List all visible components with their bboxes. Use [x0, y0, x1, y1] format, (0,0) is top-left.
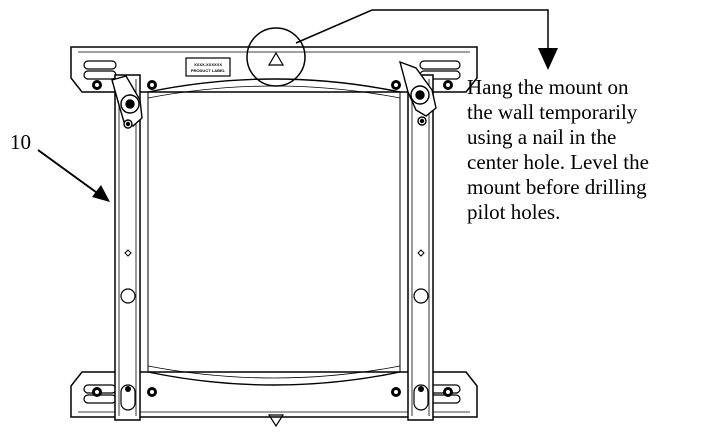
keyhole-icon	[413, 384, 429, 411]
callout-line: pilot holes.	[467, 200, 561, 224]
screw-icon	[391, 387, 401, 397]
callout-arrow-icon	[538, 48, 558, 70]
diamond-marker	[124, 249, 132, 257]
product-label-line1: XXXX-XXXXXX	[194, 62, 222, 67]
bottom-flange	[70, 371, 478, 418]
callout-line: the wall temporarily	[467, 100, 638, 124]
left-rail	[114, 74, 141, 421]
rail-hole	[120, 288, 136, 304]
right-locking-lever	[398, 60, 437, 126]
left-locking-lever	[111, 75, 143, 129]
product-label: XXXX-XXXXXX PRODUCT LABEL	[185, 57, 231, 77]
reference-arrow-line	[37, 149, 101, 196]
callout-instruction-text: Hang the mount on the wall temporarily u…	[467, 75, 707, 225]
callout-line: Hang the mount on	[467, 75, 629, 99]
product-label-line2: PRODUCT LABEL	[191, 68, 226, 73]
mount-plate	[70, 46, 478, 418]
diamond-marker	[417, 249, 425, 257]
callout-leader-line	[295, 9, 549, 50]
top-flange	[70, 46, 478, 93]
right-rail	[407, 74, 434, 421]
reference-arrow-head-icon	[92, 185, 110, 202]
screw-icon	[443, 80, 453, 90]
screw-icon	[391, 80, 401, 90]
keyhole-icon	[120, 384, 136, 411]
center-hole-triangle-icon	[267, 51, 285, 66]
lower-arc	[147, 371, 401, 386]
callout-line: using a nail in the	[467, 125, 617, 149]
screw-icon	[443, 387, 453, 397]
screw-icon	[92, 80, 102, 90]
bottom-triangle-icon	[267, 414, 285, 428]
rail-hole	[413, 288, 429, 304]
reference-number-label: 10	[10, 130, 31, 154]
screw-icon	[147, 80, 157, 90]
screw-icon	[147, 387, 157, 397]
center-hole-highlight-circle	[246, 27, 306, 87]
callout-line: center hole. Level the	[467, 150, 649, 174]
upper-arc	[147, 78, 401, 93]
screw-icon	[92, 387, 102, 397]
screws	[92, 80, 453, 397]
callout-line: mount before drilling	[467, 175, 647, 199]
lower-arc-inner	[147, 365, 401, 379]
